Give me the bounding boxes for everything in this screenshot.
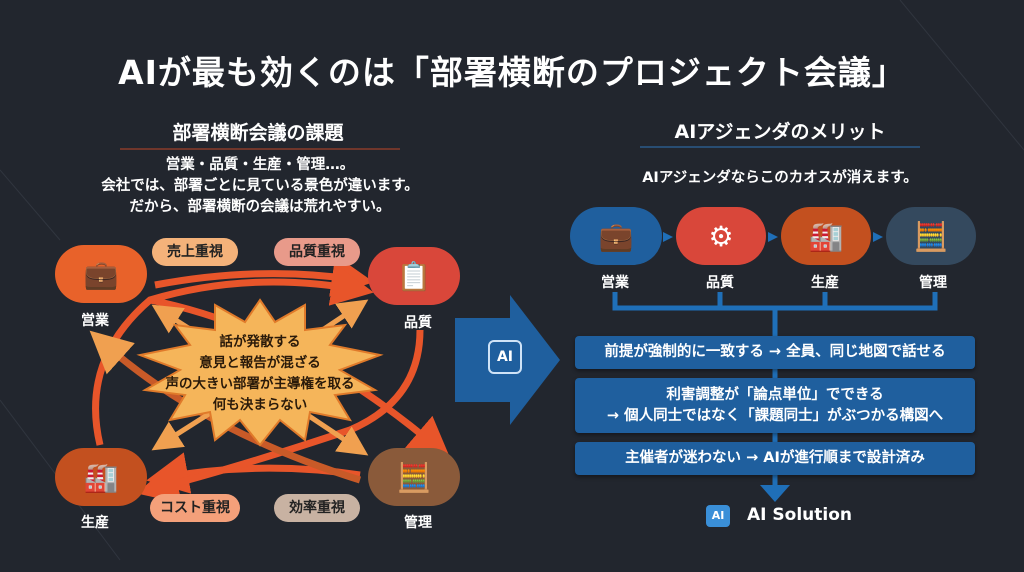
benefit-text: 前提が強制的に一致する → 全員、同じ地図で話せる: [604, 344, 946, 360]
production-cylinder: 🏭: [55, 448, 147, 506]
dept-label-quality-right: 品質: [706, 275, 734, 291]
dept-label-sales: 営業: [81, 313, 109, 329]
problem-list: 話が発散する 意見と報告が混ざる 声の大きい部署が主導権を取る 何も決まらない: [150, 332, 370, 416]
intro-line: 営業・品質・生産・管理…。: [165, 157, 355, 173]
ai-chip-icon: AI: [706, 505, 730, 527]
problem-item: 話が発散する: [219, 334, 301, 350]
clipboard-calculator-icon: 🧮: [396, 460, 432, 494]
dept-label-sales-right: 営業: [601, 275, 629, 291]
benefit-box: 前提が強制的に一致する → 全員、同じ地図で話せる: [575, 336, 975, 369]
dept-label-admin-right: 管理: [919, 275, 947, 291]
dept-label-admin: 管理: [404, 515, 432, 531]
benefit-text: → 個人同士ではなく「課題同士」がぶつかる構図へ: [606, 407, 944, 424]
problem-item: 意見と報告が混ざる: [199, 355, 321, 371]
ai-chip-icon: AI: [488, 340, 522, 374]
sales-cylinder-right: 💼: [570, 207, 662, 265]
briefcase-chart-icon: 💼: [83, 257, 119, 291]
quality-cylinder: 📋: [368, 247, 460, 305]
quality-cylinder-right: ⚙: [676, 207, 766, 265]
benefit-text: 主催者が迷わない → AIが進行順まで設計済み: [625, 450, 925, 466]
benefit-box: 主催者が迷わない → AIが進行順まで設計済み: [575, 442, 975, 475]
production-cylinder-right: 🏭: [781, 207, 871, 265]
admin-cylinder-right: 🧮: [886, 207, 976, 265]
problem-item: 声の大きい部署が主導権を取る: [165, 376, 355, 392]
clipboard-calculator-icon: 🧮: [913, 219, 949, 253]
left-intro: 営業・品質・生産・管理…。 会社では、部署ごとに見ている景色が違います。 だから…: [40, 155, 480, 218]
problem-starburst: [136, 298, 384, 447]
checklist-icon: 📋: [396, 259, 432, 293]
left-heading: 部署横断会議の課題: [172, 122, 344, 144]
right-heading: AIアジェンダのメリット: [674, 121, 886, 143]
benefit-text: 利害調整が「論点単位」でできる: [666, 386, 884, 403]
transition-arrow: [455, 295, 560, 425]
dept-label-production: 生産: [81, 515, 109, 531]
sales-cylinder: 💼: [55, 245, 147, 303]
ai-solution-label: AI Solution: [747, 505, 852, 525]
right-intro: AIアジェンダならこのカオスが消えます。: [642, 170, 918, 186]
briefcase-chart-icon: 💼: [598, 219, 634, 253]
bubble-quality-focus: 品質重視: [274, 238, 360, 266]
page-title: AIが最も効くのは「部署横断のプロジェクト会議」: [118, 53, 906, 92]
intro-line: 会社では、部署ごとに見ている景色が違います。: [101, 178, 419, 194]
factory-icon: 🏭: [808, 219, 844, 253]
benefit-box: 利害調整が「論点単位」でできる → 個人同士ではなく「課題同士」がぶつかる構図へ: [575, 378, 975, 433]
bubble-sales-focus: 売上重視: [152, 238, 238, 266]
bubble-cost-focus: コスト重視: [150, 494, 240, 522]
dept-label-quality: 品質: [404, 315, 432, 331]
bubble-efficiency-focus: 効率重視: [274, 494, 360, 522]
admin-cylinder: 🧮: [368, 448, 460, 506]
factory-icon: 🏭: [83, 460, 119, 494]
dept-label-production-right: 生産: [811, 275, 839, 291]
problem-item: 何も決まらない: [212, 397, 308, 413]
gears-icon: ⚙: [708, 219, 734, 253]
intro-line: だから、部署横断の会議は荒れやすい。: [129, 199, 391, 215]
